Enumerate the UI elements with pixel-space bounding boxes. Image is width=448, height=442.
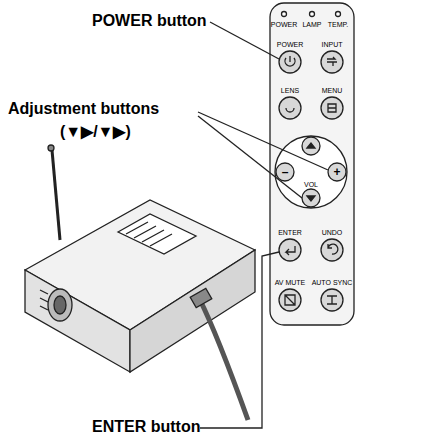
button-label: AV MUTE (275, 279, 306, 286)
button-label: VOL (304, 181, 318, 188)
callout-label: ENTER button (92, 418, 200, 436)
indicator-label: LAMP (302, 21, 321, 28)
button-symbol: – (282, 166, 289, 178)
indicator-label: POWER (271, 21, 297, 28)
button-label: LENS (281, 87, 299, 94)
button-label: POWER (277, 41, 303, 48)
callout-label: Adjustment buttons (8, 100, 159, 118)
button-label: INPUT (322, 41, 343, 48)
indicator-label: TEMP. (328, 21, 349, 28)
callout-label: (▼▶/▼▶) (60, 122, 131, 141)
callout-label: POWER button (92, 12, 207, 30)
button-label: ENTER (278, 229, 302, 236)
leader-line (198, 112, 328, 170)
leader-line (210, 22, 279, 59)
control-panel (270, 3, 354, 325)
button-label: MENU (322, 87, 343, 94)
button-label: UNDO (322, 229, 343, 236)
button-label: AUTO SYNC (312, 279, 353, 286)
button-symbol: + (333, 166, 340, 178)
leader-line (198, 116, 302, 198)
